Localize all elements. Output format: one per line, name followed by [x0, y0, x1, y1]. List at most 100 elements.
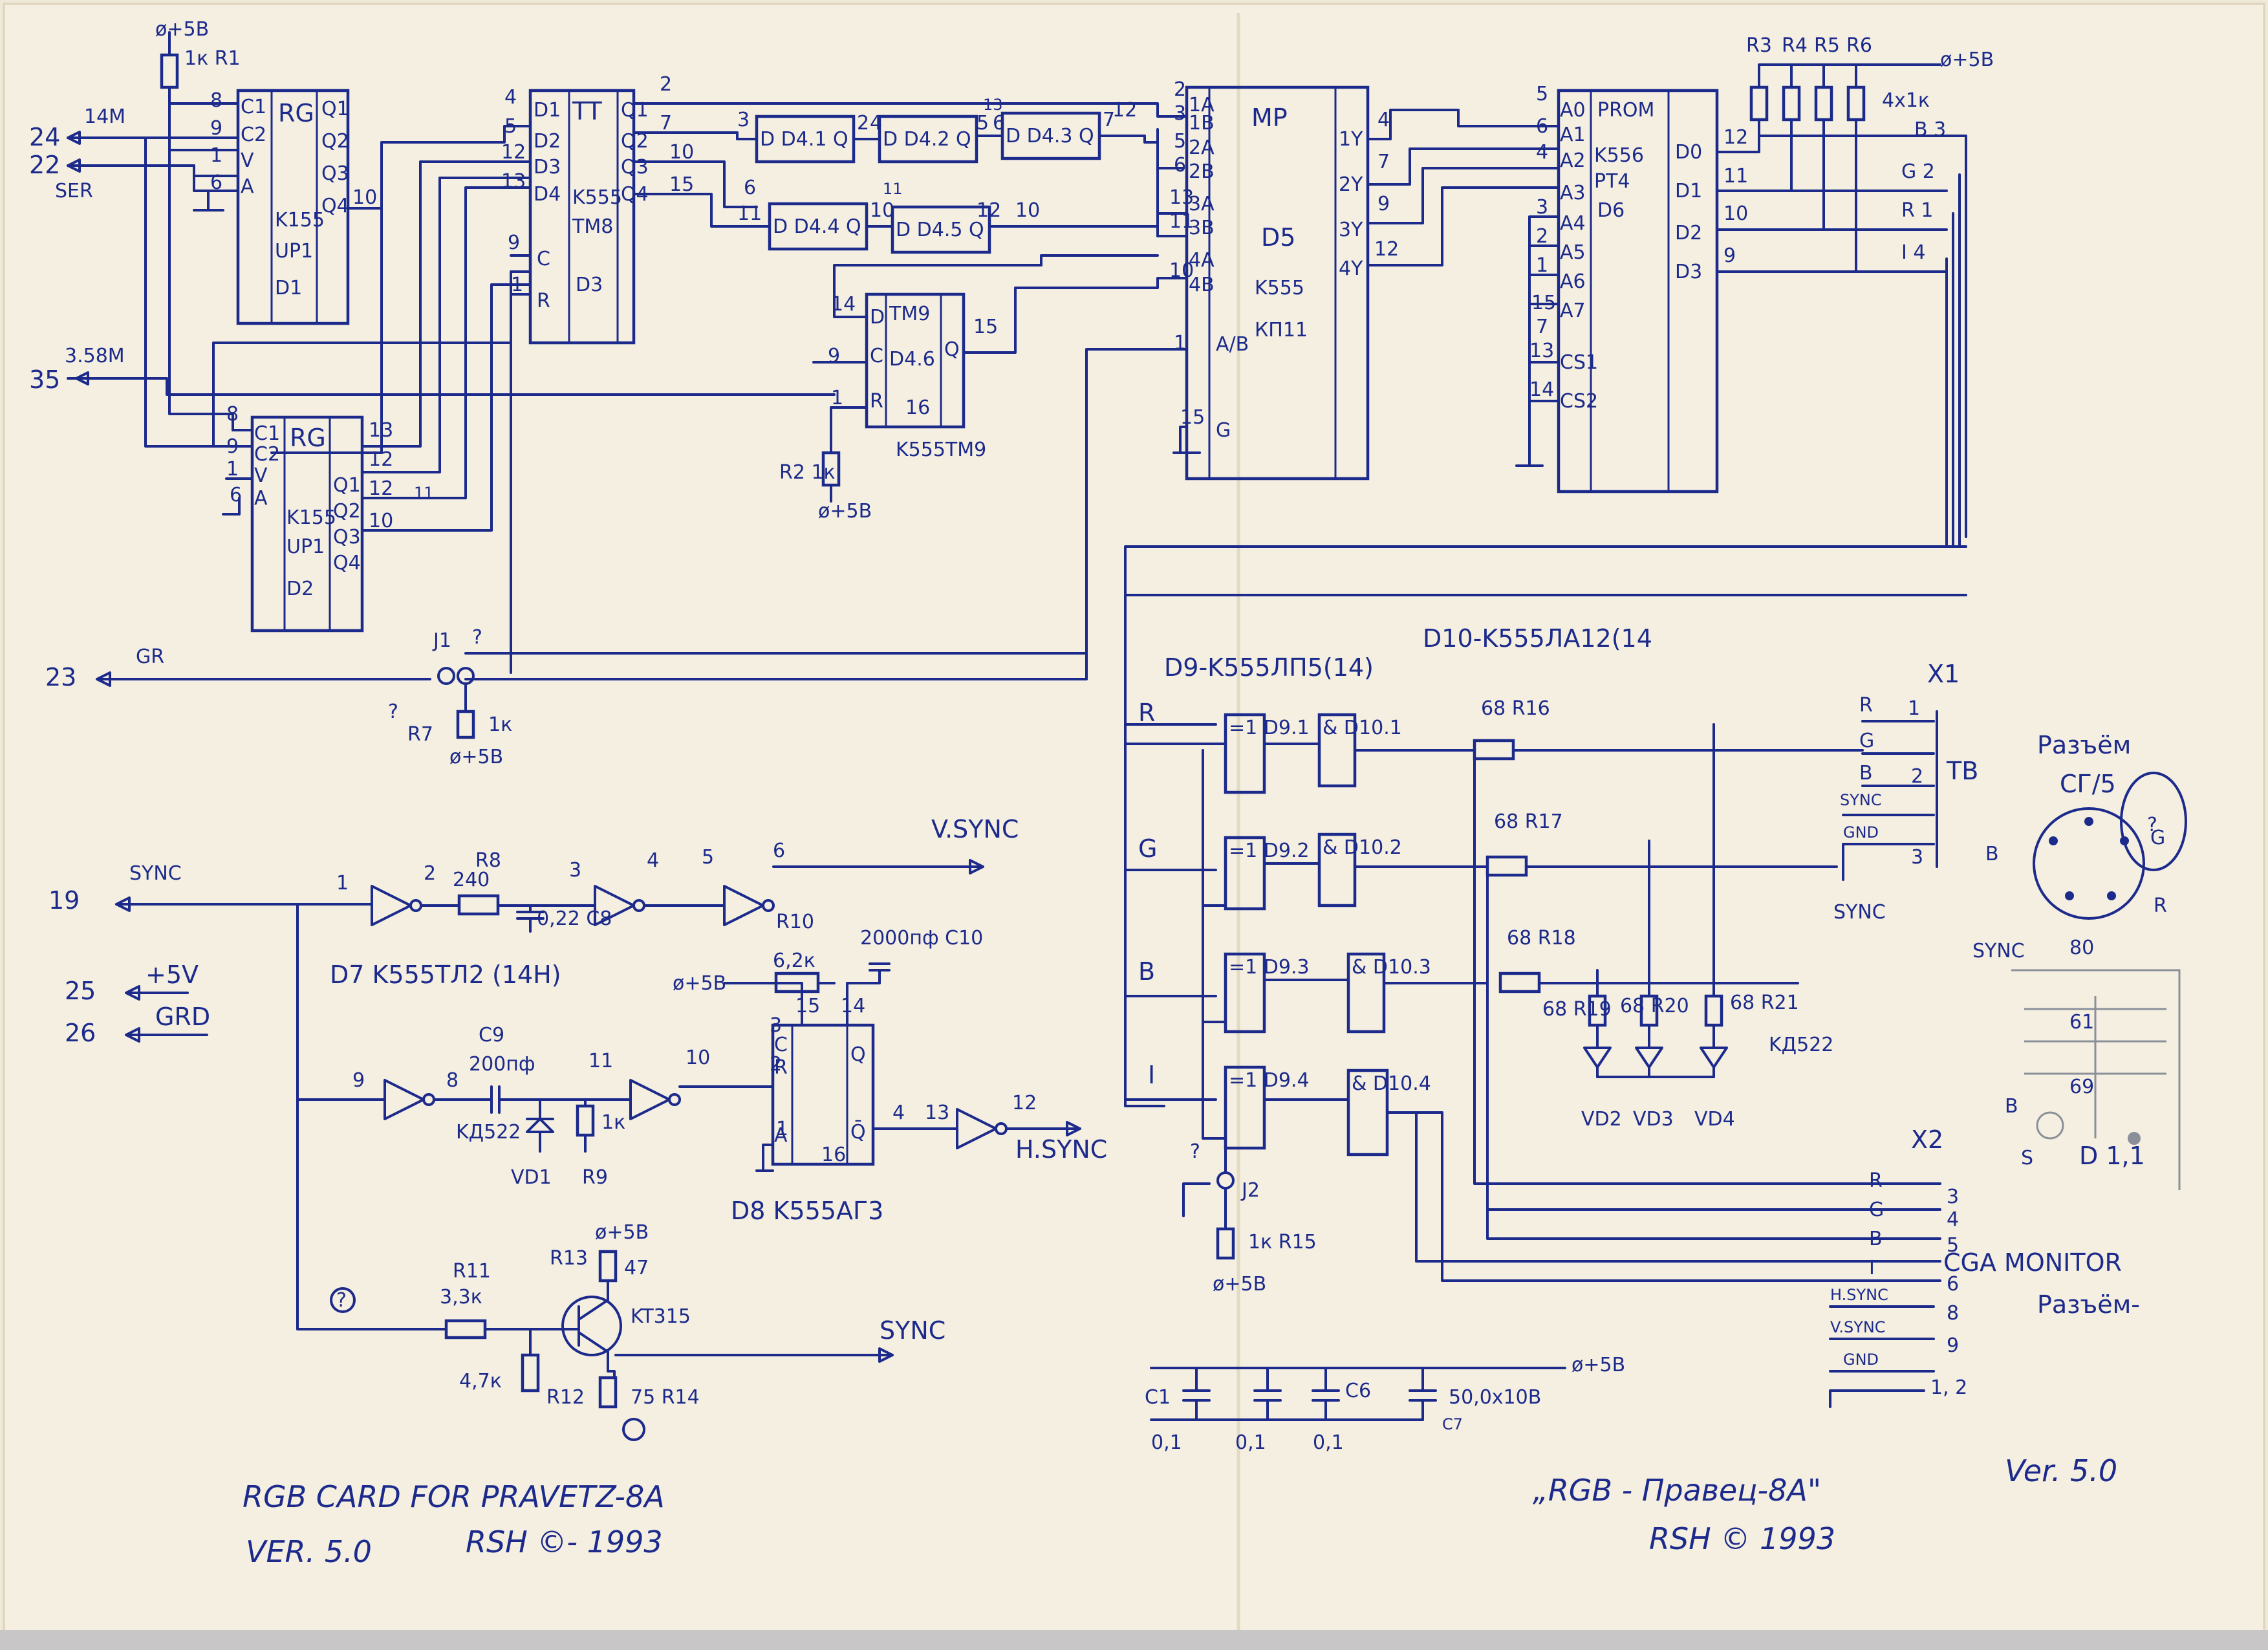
d8-pin-3: 3 [770, 1014, 782, 1037]
d46-pin-q: Q [944, 338, 960, 361]
vd4-label: VD4 [1694, 1108, 1735, 1131]
d5-pin-1a: 1A [1189, 94, 1215, 116]
d6-pin-3: 3 [1536, 196, 1548, 219]
d7-pin-3: 3 [569, 859, 581, 882]
r15-supply: ø+5B [1213, 1273, 1266, 1296]
d5-pin-3a: 3A [1189, 193, 1215, 215]
d5-type: MP [1251, 103, 1288, 132]
d6-pin-14: 14 [1529, 378, 1554, 401]
d7-pin-9: 9 [352, 1069, 365, 1092]
d2-pin-q2: Q2 [333, 500, 361, 523]
d2-pin-v: V [254, 464, 268, 487]
r2-label: R2 1к [779, 461, 836, 484]
title-right-2: RSH © 1993 [1649, 1521, 1835, 1556]
c9-label: C9 [479, 1024, 504, 1047]
d1-pin-a: A [241, 175, 254, 198]
d8-io-q: Q [850, 1043, 866, 1066]
d3-ref: D3 [576, 274, 603, 296]
d5-pin-4: 4 [1377, 109, 1390, 131]
sg5-label: Разъём [2037, 731, 2131, 759]
d46-pin-9: 9 [828, 345, 840, 367]
d1-pin-c2: C2 [241, 124, 266, 146]
d10-2: & D10.2 [1323, 836, 1402, 859]
sync-section: 19 SYNC 1 2 R8 240 0,22 C8 3 4 5 6 V.SYN… [49, 815, 1107, 1441]
title-right-1b: Ver. 5.0 [2005, 1453, 2117, 1488]
transistor-part: KT315 [631, 1305, 691, 1328]
d5-pin-g: G [1216, 419, 1231, 442]
d46-pin-15: 15 [973, 316, 998, 338]
c6-label: C6 [1345, 1380, 1371, 1402]
d7-pin-11: 11 [589, 1050, 613, 1072]
x1-sig-g: G [1859, 730, 1874, 752]
d5-pin-10: 10 [1169, 259, 1194, 282]
x1-pin-2: 2 [1911, 765, 1923, 788]
d46-type: TM9 [889, 303, 930, 325]
x2-sig-b: B [1869, 1228, 1883, 1250]
caps-supply: ø+5B [1571, 1354, 1625, 1376]
r-pack-value: 4x1к [1882, 89, 1930, 112]
net-358: 3.58M [65, 345, 125, 367]
d7-pin-1: 1 [336, 872, 349, 895]
d4-3: D D4.3 Q [1006, 125, 1094, 147]
r4-label: R4 [1782, 34, 1808, 57]
x2-pin-9: 9 [1947, 1334, 1959, 1357]
d5-pin-2: 2 [1174, 78, 1186, 101]
c10-label: 2000пф C10 [860, 927, 983, 950]
c7-label: C7 [1442, 1415, 1463, 1433]
net-vsync: V.SYNC [931, 815, 1019, 843]
c1-value: 0,1 [1151, 1431, 1182, 1454]
d3-pin-d1: D1 [534, 99, 561, 122]
din-pin-69: 69 [2069, 1076, 2094, 1098]
d8-io-r: R [774, 1056, 788, 1079]
chip-d46: TM9 D C R Q D4.6 16 14 9 1 15 K555TM9 [812, 254, 1188, 461]
d7-pin-10: 10 [686, 1047, 710, 1069]
r8-value: 240 [453, 869, 490, 891]
d5-pin-13: 13 [1169, 186, 1194, 209]
x1-pin-3: 3 [1911, 846, 1923, 869]
connector-sg5: Разъём СГ/5 B G R SYNC ? [1972, 731, 2187, 962]
d1-pin-q4: Q4 [321, 195, 349, 217]
d6-pin-cs1: CS1 [1560, 351, 1598, 374]
d8-io-c: C [774, 1034, 788, 1056]
r2-supply: ø+5B [818, 500, 872, 523]
pin-35: 35 [29, 365, 60, 394]
x2-sig-r: R [1869, 1169, 1883, 1192]
net-gnd: GRD [155, 1003, 210, 1031]
d8-io-a: A [774, 1124, 788, 1147]
c6-value: 0,1 [1313, 1431, 1344, 1454]
d6-pin-a1: A1 [1560, 124, 1586, 146]
din-label: D 1,1 [2079, 1142, 2145, 1170]
d10-1: & D10.1 [1323, 717, 1402, 739]
d1-ref: D1 [275, 277, 302, 299]
resistor-r1: ø+5B 1к R1 [155, 18, 241, 105]
r13-supply: ø+5B [595, 1221, 649, 1244]
net-g2: G 2 [1901, 160, 1935, 183]
d6-pin-12: 12 [1723, 126, 1748, 149]
r17-label: 68 R17 [1494, 810, 1563, 833]
d2-part2: UP1 [286, 536, 325, 558]
d3-part: K555 [572, 186, 622, 209]
d7-pin-8: 8 [446, 1069, 459, 1092]
d4-pin-11: 11 [883, 180, 903, 198]
r10-label: R10 [776, 911, 814, 933]
d46-ref: D4.6 [889, 348, 935, 371]
d4-pin-12b: 12 [977, 199, 1001, 222]
d4-pin-13: 13 [983, 96, 1003, 114]
r18-label: 68 R18 [1507, 927, 1576, 950]
r7-label: R7 [407, 723, 433, 746]
d9-2: =1 D9.2 [1229, 840, 1310, 862]
d6-pin-a2: A2 [1560, 149, 1586, 172]
d6-pin-d3: D3 [1675, 261, 1702, 283]
d1-pin-8: 8 [210, 89, 222, 112]
d8-pin-15: 15 [795, 995, 820, 1017]
d5-pin-ab: A/B [1216, 333, 1249, 356]
d1-pin-q3: Q3 [321, 162, 349, 185]
x2-desc2: Разъём- [2037, 1290, 2140, 1319]
d6-pin-a7: A7 [1560, 299, 1586, 322]
d3-pin-2: 2 [660, 73, 672, 96]
rgbi-section: D9-K555ЛП5(14) D10-K555ЛA12(14 R G B I =… [1124, 594, 1967, 1454]
x1-sig-r: R [1859, 694, 1873, 717]
d7-pin-5: 5 [702, 846, 714, 869]
r11-label: R11 [453, 1260, 491, 1283]
x2-pin-8: 8 [1947, 1302, 1959, 1325]
